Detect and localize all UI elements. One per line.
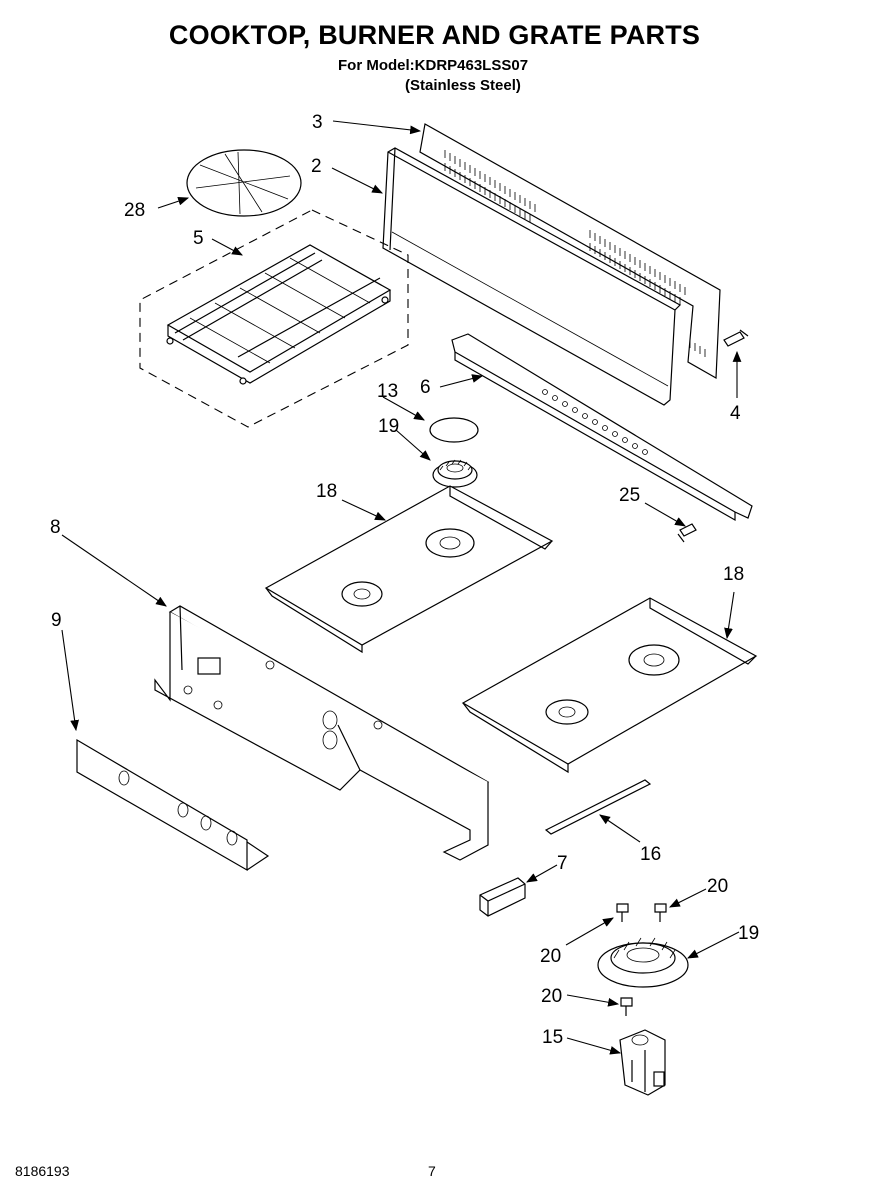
part-19-burner-base-top	[432, 459, 478, 488]
callout-19-bottom: 19	[738, 923, 759, 944]
callout-3: 3	[312, 112, 323, 133]
part-2-backguard	[382, 147, 681, 406]
document-number: 8186193	[15, 1163, 70, 1179]
callout-18-left: 18	[316, 481, 337, 502]
model-line: For Model:KDRP463LSS07	[338, 57, 529, 74]
part-9-control-panel	[76, 738, 270, 872]
part-28-grate-mat	[186, 149, 302, 217]
finish-line: (Stainless Steel)	[405, 77, 521, 94]
part-5-grate-assembly	[139, 209, 409, 428]
callout-20-a: 20	[707, 876, 728, 897]
callout-28: 28	[124, 200, 145, 221]
callout-4: 4	[730, 403, 741, 424]
part-16-gasket-strip	[544, 779, 652, 835]
part-20-screw-a	[616, 903, 629, 922]
leader-lines	[61, 120, 742, 1055]
part-18-burner-plate-right	[461, 597, 758, 774]
callout-2: 2	[311, 156, 322, 177]
callout-8: 8	[50, 517, 61, 538]
part-19-burner-base-bottom	[597, 937, 689, 988]
callout-16: 16	[640, 844, 661, 865]
callout-13: 13	[377, 381, 398, 402]
part-25-screw	[677, 523, 697, 543]
callout-5: 5	[193, 228, 204, 249]
page-number: 7	[428, 1163, 436, 1179]
callout-6: 6	[420, 377, 431, 398]
callout-25: 25	[619, 485, 640, 506]
callout-7: 7	[557, 853, 568, 874]
callout-20-c: 20	[541, 986, 562, 1007]
part-3-rear-vent-panel	[419, 123, 721, 380]
part-20-screw-c	[620, 997, 633, 1016]
part-4-screw	[723, 329, 749, 347]
page-title: COOKTOP, BURNER AND GRATE PARTS	[168, 20, 701, 50]
part-20-screw-b	[654, 903, 667, 922]
part-15-valve	[619, 1029, 666, 1096]
callout-9: 9	[51, 610, 62, 631]
callout-18-right: 18	[723, 564, 744, 585]
part-18-burner-plate-left	[264, 485, 554, 654]
part-13-burner-cap	[429, 417, 479, 443]
callout-19-top: 19	[378, 416, 399, 437]
part-6-manifold-bar	[451, 333, 753, 522]
part-7-spacer-block	[479, 877, 526, 917]
part-8-support-bracket	[154, 605, 490, 861]
callout-20-b: 20	[540, 946, 561, 967]
callout-15: 15	[542, 1027, 563, 1048]
